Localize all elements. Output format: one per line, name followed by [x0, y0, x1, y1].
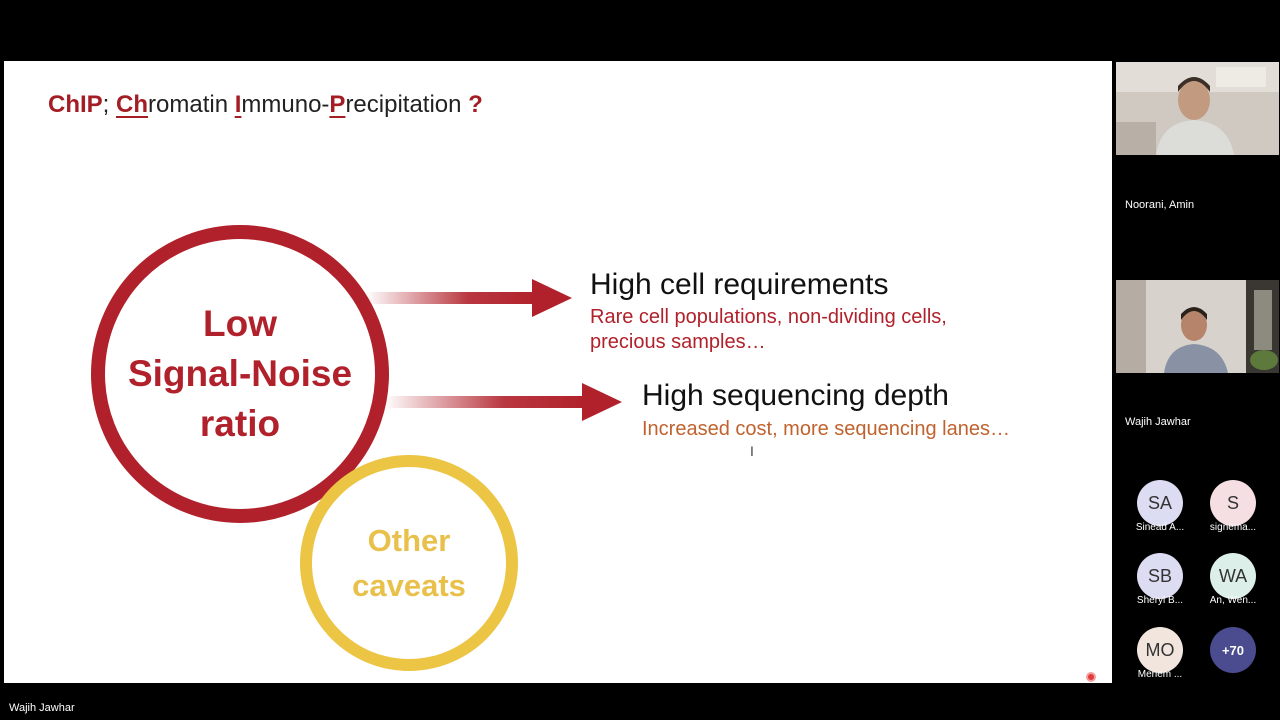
participant-avatar-label: Sheryl B...	[1136, 595, 1184, 606]
presenter-name: Wajih Jawhar	[9, 702, 75, 714]
point-heading-cell-requirements: High cell requirements	[590, 268, 889, 301]
participant-name-label: Wajih Jawhar	[1125, 416, 1191, 428]
other-caveats-circle: Other caveats	[300, 455, 518, 671]
arrow-to-cell-requirements	[366, 279, 572, 317]
participant-video-wajih[interactable]	[1116, 280, 1279, 373]
more-participants-button[interactable]: +70	[1210, 627, 1256, 673]
shared-slide: ChIP; Chromatin Immuno-Precipitation ? L…	[4, 61, 1112, 683]
recording-indicator-icon	[1086, 672, 1096, 682]
participant-avatar-label: signema...	[1209, 522, 1257, 533]
participant-avatar-label: An, Wen...	[1209, 595, 1257, 606]
participant-avatar-sheryl[interactable]: SB	[1137, 553, 1183, 599]
slide-title: ChIP; Chromatin Immuno-Precipitation ?	[48, 91, 483, 118]
point-heading-sequencing-depth: High sequencing depth	[642, 379, 949, 412]
participant-avatar-meriem[interactable]: MO	[1137, 627, 1183, 673]
point-detail-cell-requirements: Rare cell populations, non-dividing cell…	[590, 306, 947, 353]
text-cursor-icon: I	[750, 443, 754, 459]
participant-name-label: Noorani, Amin	[1125, 199, 1195, 211]
participant-video-noorani[interactable]	[1116, 62, 1279, 155]
participant-avatar-sinead[interactable]: SA	[1137, 480, 1183, 526]
participant-avatar-signema[interactable]: S	[1210, 480, 1256, 526]
arrow-to-sequencing-depth	[384, 383, 622, 421]
participant-avatar-label: Sinead A...	[1135, 522, 1185, 533]
person-video-icon	[1116, 280, 1279, 373]
participant-avatar-an-wen[interactable]: WA	[1210, 553, 1256, 599]
point-detail-sequencing-depth: Increased cost, more sequencing lanes…	[642, 418, 1010, 440]
participant-avatar-label: Meriem ...	[1137, 669, 1183, 680]
person-video-icon	[1116, 62, 1279, 155]
